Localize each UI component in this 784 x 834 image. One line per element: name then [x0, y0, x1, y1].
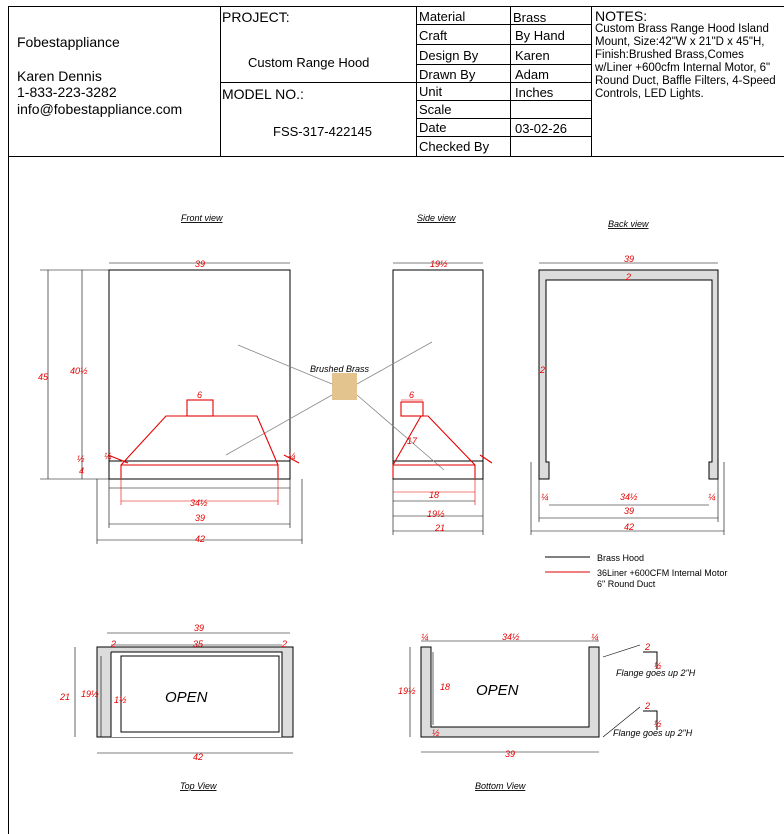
- dim-front-40h: 40½: [70, 366, 88, 376]
- contact-name: Karen Dennis: [17, 68, 102, 84]
- top-view-title: Top View: [180, 781, 217, 791]
- contact-email: info@fobestappliance.com: [17, 101, 183, 117]
- back-view-title: Back view: [608, 219, 649, 229]
- dim-flange-2a: 2: [644, 642, 650, 652]
- dim-bot-quarter-l: ¼: [421, 632, 429, 642]
- company-name: Fobestappliance: [17, 34, 120, 50]
- flange-label-2: Flange goes up 2"H: [613, 728, 693, 738]
- dim-front-34h: 34½: [190, 498, 208, 508]
- dim-back-34h: 34½: [620, 492, 638, 502]
- row-drawn-label: Drawn By: [419, 67, 476, 82]
- row-date-value: 03-02-26: [515, 121, 568, 136]
- side-view-title: Side view: [417, 213, 456, 223]
- project-value: Custom Range Hood: [248, 55, 370, 70]
- dim-side-21: 21: [434, 523, 445, 533]
- dim-top-1h: 1½: [114, 695, 127, 705]
- model-label: MODEL NO.:: [222, 86, 304, 102]
- front-view-title: Front view: [181, 213, 223, 223]
- dim-front-6: 6: [197, 390, 202, 400]
- dim-bot-quarter-r: ¼: [591, 632, 599, 642]
- dim-top-35: 35: [193, 639, 204, 649]
- dim-bot-1h: ½: [432, 728, 440, 738]
- dim-front-quarter-r: ¼: [288, 451, 296, 461]
- dim-back-39-bot: 39: [624, 506, 634, 516]
- drawing-sheet: [8, 6, 784, 834]
- dim-back-2-left: 2: [539, 365, 545, 375]
- dim-flange-half-a: ½: [654, 661, 662, 671]
- dim-back-quarter-r: ¼: [708, 492, 716, 502]
- dim-side-19h-bot: 19½: [427, 509, 445, 519]
- dim-back-42: 42: [624, 522, 634, 532]
- dim-top-42: 42: [193, 752, 203, 762]
- top-view: [74, 632, 294, 754]
- row-craft-label: Craft: [419, 28, 448, 43]
- row-material-label: Material: [419, 9, 466, 24]
- dim-front-4: 4: [79, 466, 84, 476]
- dim-bot-39: 39: [505, 749, 515, 759]
- dim-front-42: 42: [195, 534, 205, 544]
- row-craft-value: By Hand: [515, 28, 565, 43]
- project-label: PROJECT:: [222, 9, 290, 25]
- legend-duct: 6" Round Duct: [597, 579, 656, 589]
- row-checked-label: Checked By: [419, 139, 490, 154]
- dim-flange-half-b: ½: [654, 719, 662, 729]
- dim-side-6: 6: [409, 390, 414, 400]
- bottom-view: [409, 640, 658, 753]
- finish-leaders: [225, 341, 445, 471]
- dim-top-2-r: 2: [281, 639, 287, 649]
- dim-bot-18: 18: [440, 682, 450, 692]
- dim-side-19h-top: 19½: [430, 259, 448, 269]
- dim-back-2-top: 2: [625, 272, 631, 282]
- side-view: [392, 262, 484, 535]
- bottom-open-label: OPEN: [476, 682, 519, 699]
- row-unit-value: Inches: [515, 85, 554, 100]
- dim-top-2-l: 2: [110, 639, 116, 649]
- row-unit-label: Unit: [419, 84, 443, 99]
- dim-top-39: 39: [194, 623, 204, 633]
- dim-back-39-top: 39: [624, 254, 634, 264]
- top-open-label: OPEN: [165, 689, 208, 706]
- dim-bot-19h: 19½: [398, 686, 416, 696]
- finish-label: Brushed Brass: [310, 364, 370, 374]
- dim-side-18: 18: [429, 490, 439, 500]
- dim-front-39-bot: 39: [195, 513, 205, 523]
- dim-side-17: 17: [407, 436, 418, 446]
- dim-top-19h: 19½: [81, 689, 99, 699]
- legend-liner: 36Liner +600CFM Internal Motor: [597, 568, 727, 578]
- flange-label-1: Flange goes up 2"H: [616, 668, 696, 678]
- row-scale-label: Scale: [419, 102, 452, 117]
- model-value: FSS-317-422145: [273, 124, 373, 139]
- brushed-brass-swatch: [332, 373, 357, 400]
- row-drawn-value: Adam: [515, 67, 549, 82]
- notes-label: NOTES:: [595, 8, 648, 24]
- row-material-value: Brass: [513, 10, 547, 25]
- row-date-label: Date: [419, 120, 447, 135]
- dim-back-quarter-l: ¼: [541, 492, 549, 502]
- dimension-labels: 39 40½ 45 ½ 4 ¼ ¼ 6 34½ 39 42 19½ 6 17 1…: [38, 254, 716, 762]
- contact-phone: 1-833-223-3282: [17, 84, 117, 100]
- liner-outlines: [107, 399, 493, 505]
- back-view: [530, 262, 725, 535]
- row-design-label: Design By: [419, 48, 479, 63]
- dim-front-45: 45: [38, 372, 49, 382]
- front-view: [40, 262, 303, 544]
- row-design-value: Karen: [515, 48, 550, 63]
- dim-flange-2b: 2: [644, 701, 650, 711]
- dim-bot-34h: 34½: [502, 632, 520, 642]
- dim-front-39-top: 39: [195, 259, 205, 269]
- dim-front-half: ½: [77, 454, 85, 464]
- bottom-view-title: Bottom View: [475, 781, 526, 791]
- legend-hood: Brass Hood: [597, 553, 644, 563]
- notes-text: Custom Brass Range Hood Island Mount, Si…: [595, 23, 776, 100]
- dim-top-21: 21: [59, 692, 70, 702]
- dim-front-quarter-l: ¼: [104, 451, 112, 461]
- title-block: Fobestappliance Karen Dennis 1-833-223-3…: [8, 6, 784, 157]
